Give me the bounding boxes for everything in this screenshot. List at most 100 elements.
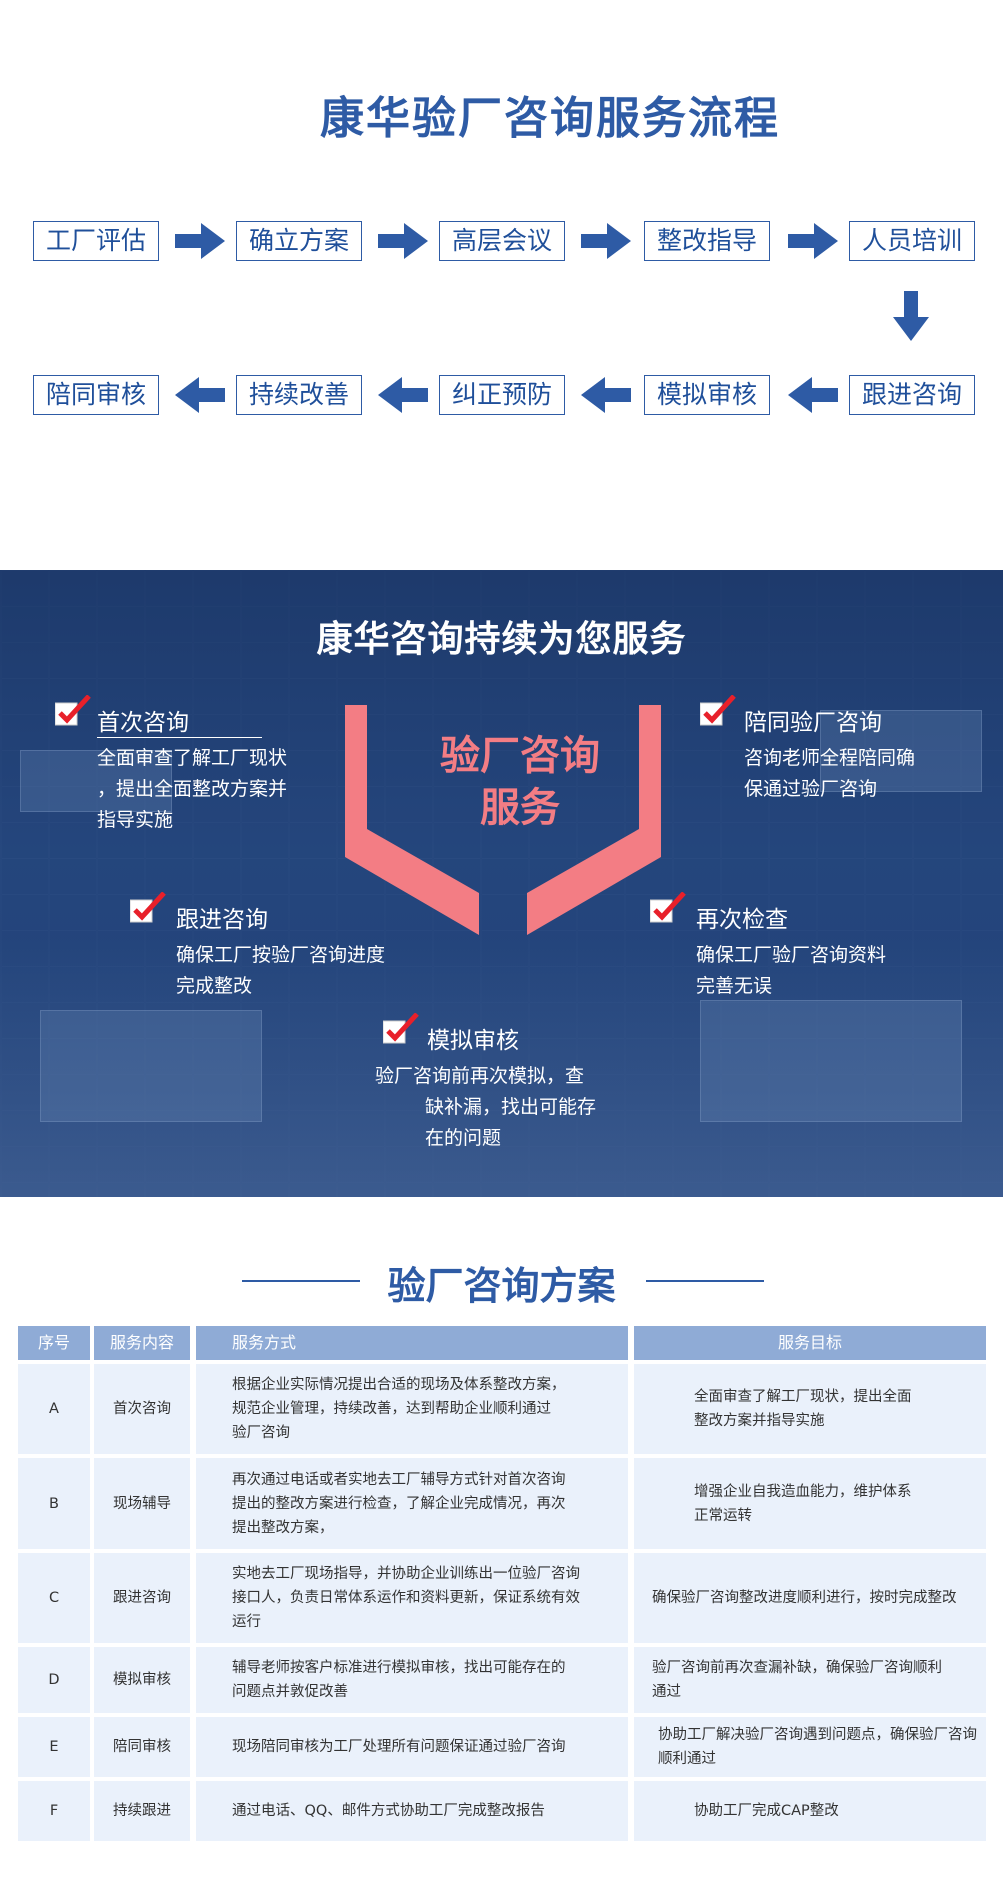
checkmark-icon [699,694,736,731]
cell-text-line: 跟进咨询 [113,1590,171,1606]
cell-text-line: 通过 [652,1684,681,1700]
arrow-right-icon [581,223,631,259]
service-banner: 康华咨询持续为您服务 验厂咨询 服务 首次咨询 全面审查了解工厂现状 ，提出全面… [0,570,1003,1197]
step-continuous-improvement: 持续改善 [236,375,362,415]
plan-title: 验厂咨询方案 [387,1264,616,1308]
cell-text-line: 规范企业管理，持续改善，达到帮助企业顺利通过 [232,1401,551,1417]
cell-index: D [18,1647,90,1713]
cell-text-line: 协助工厂解决验厂咨询遇到问题点，确保验厂咨询 [658,1727,977,1743]
title-right-rule [646,1280,764,1282]
cell-goal: 验厂咨询前再次查漏补缺，确保验厂咨询顺利通过 [634,1647,986,1713]
cell-text-line: 再次通过电话或者实地去工厂辅导方式针对首次咨询 [232,1471,566,1488]
cell-method: 实地去工厂现场指导，并协助企业训练出一位验厂咨询接口人，负责日常体系运作和资料更… [196,1553,628,1643]
checkmark-icon [382,1012,419,1049]
feature-first-consulting: 首次咨询 全面审查了解工厂现状 ，提出全面整改方案并 指导实施 [54,694,315,831]
cell-text-line: 全面审查了解工厂现状，提出全面 [694,1389,912,1405]
feature-desc-line: 确保工厂验厂咨询资料 [696,944,887,966]
banner-title: 康华咨询持续为您服务 [316,619,687,660]
header-index: 序号 [18,1326,90,1360]
step-rectification-guidance: 整改指导 [644,221,770,261]
cell-index: A [18,1364,90,1454]
cell-index: C [18,1553,90,1643]
cell-content: 持续跟进 [94,1781,190,1841]
cell-text-line: 验厂咨询 [232,1425,290,1441]
arrow-left-icon [175,377,225,413]
cell-index: E [18,1717,90,1777]
feature-title: 跟进咨询 [176,907,268,933]
service-chevron-badge [345,705,661,939]
cell-index: F [18,1781,90,1841]
feature-desc-line: 完善无误 [696,975,773,997]
step-mock-audit: 模拟审核 [644,375,770,415]
cell-text-line: 模拟审核 [113,1672,171,1688]
cell-goal: 增强企业自我造血能力，维护体系正常运转 [634,1458,986,1549]
background-machine [40,1010,262,1122]
feature-underline [97,737,262,738]
cell-text-line: A [49,1401,59,1417]
cell-text-line: 现场陪同审核为工厂处理所有问题保证通过验厂咨询 [232,1739,566,1755]
cell-text-line: B [49,1495,59,1512]
cell-goal: 全面审查了解工厂现状，提出全面整改方案并指导实施 [634,1364,986,1454]
cell-content: 现场辅导 [94,1458,190,1549]
step-corrective-prevention: 纠正预防 [439,375,565,415]
cell-content: 模拟审核 [94,1647,190,1713]
cell-content: 首次咨询 [94,1364,190,1454]
cell-text-line: F [49,1803,59,1819]
cell-text-line: 顺利通过 [658,1751,716,1767]
feature-desc-line: 全面审查了解工厂现状 [97,747,288,769]
arrow-right-icon [378,223,428,259]
cell-text-line: 运行 [232,1614,261,1630]
arrow-left-icon [378,377,428,413]
badge-line1: 验厂咨询 [440,733,600,779]
feature-description: 确保工厂验厂咨询资料 完善无误 [696,940,946,1002]
cell-goal: 确保验厂咨询整改进度顺利进行，按时完成整改 [634,1553,986,1643]
cell-text-line: 辅导老师按客户标准进行模拟审核，找出可能存在的 [232,1660,566,1676]
header-content: 服务内容 [94,1326,190,1360]
cell-text-line: 接口人，负责日常体系运作和资料更新，保证系统有效 [232,1590,580,1606]
cell-text-line: 通过电话、QQ、邮件方式协助工厂完成整改报告 [232,1803,545,1819]
cell-method: 辅导老师按客户标准进行模拟审核，找出可能存在的问题点并敦促改善 [196,1647,628,1713]
cell-goal: 协助工厂完成CAP整改 [634,1781,986,1841]
feature-description: 验厂咨询前再次模拟，查 缺补漏，找出可能存 在的问题 [375,1061,645,1154]
feature-desc-line: 在的问题 [425,1127,502,1149]
arrow-left-icon [581,377,631,413]
background-shelf [20,750,172,812]
cell-text-line: 确保验厂咨询整改进度顺利进行，按时完成整改 [652,1590,957,1606]
feature-desc-line: 指导实施 [97,809,174,831]
cell-text-line: 实地去工厂现场指导，并协助企业训练出一位验厂咨询 [232,1566,580,1582]
header-goal: 服务目标 [634,1326,986,1360]
feature-title: 再次检查 [696,907,788,933]
arrow-right-icon [175,223,225,259]
cell-text-line: C [48,1590,60,1606]
cell-text-line: 首次咨询 [113,1401,171,1417]
feature-mock-audit: 模拟审核 验厂咨询前再次模拟，查 缺补漏，找出可能存 在的问题 [375,1012,645,1154]
cell-text-line: 提出的整改方案进行检查，了解企业完成情况，再次 [232,1495,566,1512]
feature-description: 咨询老师全程陪同确 保通过验厂咨询 [744,743,964,805]
feature-title: 首次咨询 [97,710,189,736]
feature-accompany-audit: 陪同验厂咨询 咨询老师全程陪同确 保通过验厂咨询 [699,694,960,800]
cell-text-line: E [49,1739,59,1755]
feature-desc-line: 缺补漏，找出可能存 [425,1096,597,1118]
cell-content: 陪同审核 [94,1717,190,1777]
feature-desc-line: 保通过验厂咨询 [744,778,878,800]
arrow-left-icon [788,377,838,413]
cell-text-line: D [48,1672,60,1688]
cell-index: B [18,1458,90,1549]
cell-content: 跟进咨询 [94,1553,190,1643]
feature-desc-line: 验厂咨询前再次模拟，查 [375,1065,585,1087]
feature-title: 模拟审核 [427,1028,519,1054]
cell-text-line: 问题点并敦促改善 [232,1684,348,1700]
step-executive-meeting: 高层会议 [439,221,565,261]
feature-description: 确保工厂按验厂咨询进度 完成整改 [176,940,436,1002]
cell-text-line: 现场辅导 [113,1495,171,1512]
cell-method: 现场陪同审核为工厂处理所有问题保证通过验厂咨询 [196,1717,628,1777]
process-title: 康华验厂咨询服务流程 [320,93,780,144]
cell-goal: 协助工厂解决验厂咨询遇到问题点，确保验厂咨询顺利通过 [634,1717,986,1777]
checkmark-icon [649,891,686,928]
cell-text-line: 根据企业实际情况提出合适的现场及体系整改方案， [232,1377,566,1393]
cell-text-line: 持续跟进 [113,1803,171,1819]
feature-title: 陪同验厂咨询 [744,710,882,736]
checkmark-icon [129,891,166,928]
title-left-rule [242,1280,360,1282]
feature-description: 全面审查了解工厂现状 ，提出全面整改方案并 指导实施 [97,743,357,836]
